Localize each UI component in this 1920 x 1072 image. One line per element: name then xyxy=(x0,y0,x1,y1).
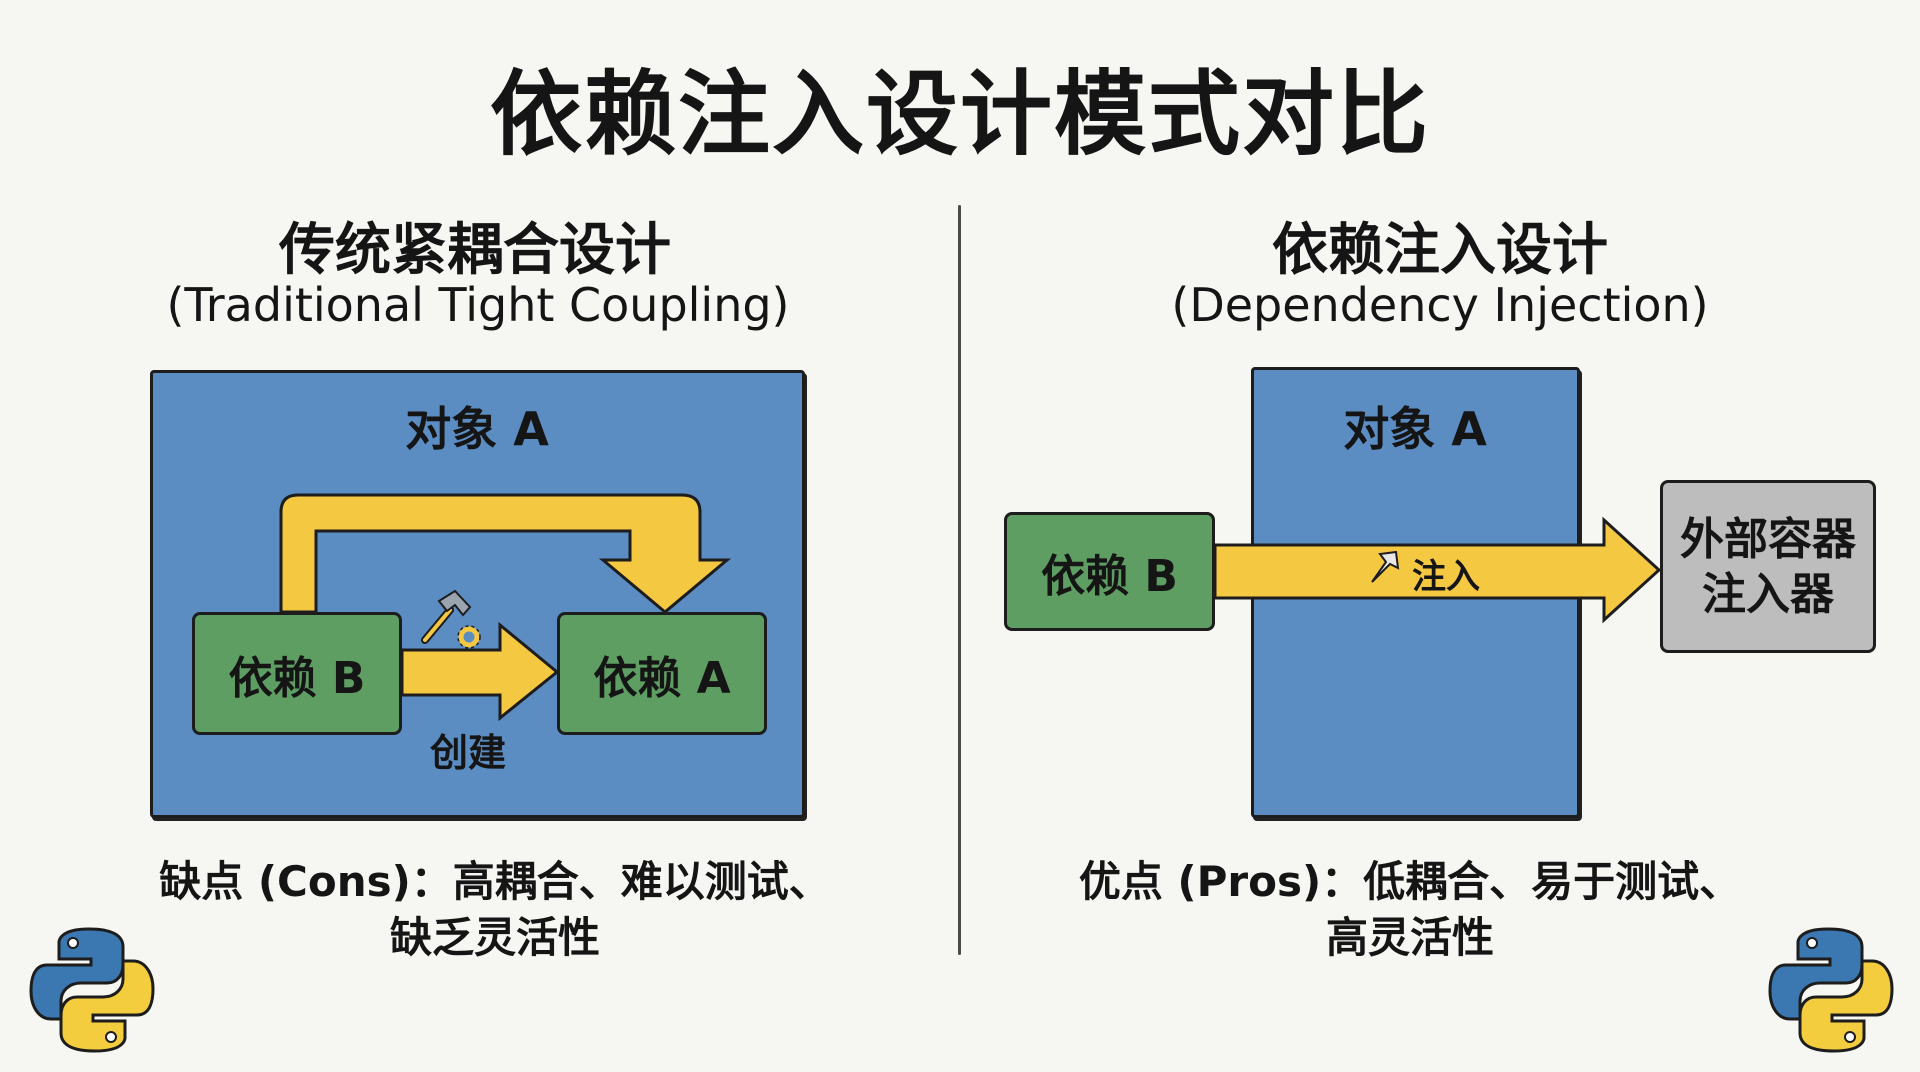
create-label: 创建 xyxy=(429,731,507,775)
container-line-1: 外部容器 xyxy=(1680,513,1856,565)
pros-line-2: 高灵活性 xyxy=(1325,913,1494,962)
hammer-gear-icon xyxy=(421,589,481,649)
pros-text: 优点 (Pros)：低耦合、易于测试、 高灵活性 xyxy=(1060,854,1760,966)
cons-line-2: 缺乏灵活性 xyxy=(389,913,600,962)
container-line-2: 注入器 xyxy=(1702,568,1834,620)
funnel-icon xyxy=(1371,550,1400,583)
left-subheading: (Traditional Tight Coupling) xyxy=(166,278,790,332)
right-heading: 依赖注入设计 xyxy=(1272,218,1608,283)
right-dependency-b-label: 依赖 B xyxy=(1041,550,1178,602)
loop-arrow xyxy=(279,493,732,614)
create-arrow xyxy=(400,621,560,722)
left-object-a-box xyxy=(150,370,805,818)
dependency-a-label: 依赖 A xyxy=(593,652,731,704)
cons-line-1: 缺点 (Cons)：高耦合、难以测试、 xyxy=(159,857,831,906)
divider xyxy=(958,205,961,955)
python-logo-left xyxy=(29,927,155,1053)
right-subheading: (Dependency Injection) xyxy=(1171,278,1709,332)
left-heading: 传统紧耦合设计 xyxy=(279,218,671,283)
inject-label: 注入 xyxy=(1412,557,1480,597)
right-dependency-b-box: 依赖 B xyxy=(1004,512,1215,631)
left-dependency-b-label: 依赖 B xyxy=(228,652,366,704)
external-container-box: 外部容器 注入器 xyxy=(1660,480,1876,653)
page-title: 依赖注入设计模式对比 xyxy=(489,61,1431,168)
pros-line-1: 优点 (Pros)：低耦合、易于测试、 xyxy=(1078,857,1742,906)
cons-text: 缺点 (Cons)：高耦合、难以测试、 缺乏灵活性 xyxy=(150,854,840,966)
right-object-a-label: 对象 A xyxy=(1343,402,1487,456)
python-logo-right xyxy=(1768,927,1894,1053)
inject-arrow xyxy=(1213,516,1662,624)
dependency-a-box: 依赖 A xyxy=(557,612,767,735)
left-dependency-b-box: 依赖 B xyxy=(192,612,402,735)
left-object-a-label: 对象 A xyxy=(405,402,549,456)
